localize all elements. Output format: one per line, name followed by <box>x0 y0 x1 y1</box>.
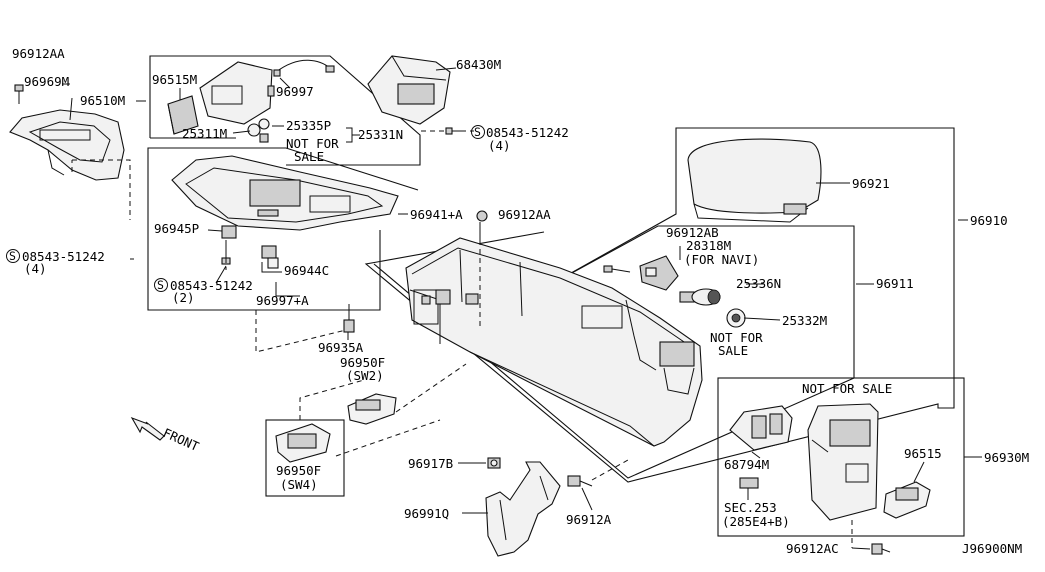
group-box-96941a <box>147 147 419 311</box>
screw-symbol-s-2: S <box>9 249 16 263</box>
label-96950f-sw2: 96950F <box>340 355 385 370</box>
label-96930m: 96930M <box>984 450 1029 465</box>
label-nfs3: NOT FOR SALE <box>802 381 892 396</box>
clip-96912aa-mid <box>476 210 488 222</box>
label-for-navi: (FOR NAVI) <box>684 252 759 267</box>
switch-96950f-sw4 <box>275 423 331 463</box>
clip-96935a <box>343 304 355 333</box>
label-68430m: 68430M <box>456 57 501 72</box>
clip-96912ab <box>603 265 631 273</box>
armrest-96921 <box>687 138 822 223</box>
label-25336n: 25336N <box>736 276 781 291</box>
label-96944c: 96944C <box>284 263 329 278</box>
label-96912ac: 96912AC <box>786 541 839 556</box>
label-96941a: 96941+A <box>410 207 463 222</box>
tray-96515m <box>167 95 199 135</box>
label-96515: 96515 <box>904 446 942 461</box>
vent-68794m <box>729 405 793 451</box>
label-96510m: 96510M <box>80 93 125 108</box>
lighter-25332m <box>726 308 746 328</box>
label-96910: 96910 <box>970 213 1008 228</box>
label-96912a: 96912A <box>566 512 612 527</box>
label-08543-2-qty: (2) <box>172 290 195 305</box>
connector-sec253 <box>739 477 759 489</box>
label-96945p: 96945P <box>154 221 199 236</box>
label-96935a: 96935A <box>318 340 364 355</box>
trim-68430m <box>367 55 451 125</box>
bracket-96991q <box>485 461 561 557</box>
module-28318m <box>639 255 679 291</box>
label-96997a: 96997+A <box>256 293 309 308</box>
label-front: FRONT <box>161 425 202 454</box>
label-diagram-code: J96900NM <box>962 541 1022 556</box>
group-box-96950f-sw4 <box>265 419 345 497</box>
label-08543-right-qty: (4) <box>488 138 511 153</box>
label-96912aa-top: 96912AA <box>12 46 65 61</box>
label-96912aa-mid: 96912AA <box>498 207 551 222</box>
screw-symbol-icon: S <box>6 249 20 263</box>
label-96997: 96997 <box>276 84 314 99</box>
label-25332m: 25332M <box>782 313 827 328</box>
screw-symbol-s-3: S <box>157 278 164 292</box>
label-96969m: 96969M <box>24 74 69 89</box>
label-sw4: (SW4) <box>280 477 318 492</box>
label-08543-2: 08543-51242 <box>170 278 253 293</box>
label-96950f-sw4: 96950F <box>276 463 321 478</box>
label-96911: 96911 <box>876 276 914 291</box>
screw-96912a <box>567 475 593 487</box>
switch-96944c <box>261 245 279 269</box>
nut-96917b <box>487 457 501 469</box>
label-96515m: 96515M <box>152 72 197 87</box>
label-68794m: 68794M <box>724 457 769 472</box>
group-box-96910 <box>364 127 955 483</box>
screw-68430m <box>445 127 466 135</box>
label-25311m: 25311M <box>182 126 227 141</box>
bezel-96997 <box>199 59 335 125</box>
front-arrow-icon <box>130 416 165 441</box>
screw-symbol-icon: S <box>154 278 168 292</box>
label-25331n: 25331N <box>358 127 403 142</box>
label-nfs1-line2: SALE <box>294 149 324 164</box>
label-nfs1-line1: NOT FOR <box>286 136 339 151</box>
label-96921: 96921 <box>852 176 890 191</box>
clip-96912aa-top <box>14 84 24 104</box>
label-28318m: 28318M <box>686 238 731 253</box>
socket-25311m <box>247 118 270 143</box>
tray-96515 <box>883 481 931 519</box>
label-96991q: 96991Q <box>404 506 449 521</box>
group-box-96911 <box>373 225 855 479</box>
label-sw2: (SW2) <box>346 368 384 383</box>
lid-96510m <box>9 97 125 181</box>
socket-25336n <box>679 288 721 306</box>
label-sec253: SEC.253 <box>724 500 777 515</box>
label-96917b: 96917B <box>408 456 453 471</box>
label-08543-right: 08543-51242 <box>486 125 569 140</box>
finisher-rear <box>807 403 879 521</box>
label-sec253-ref: (285E4+B) <box>722 514 790 529</box>
label-08543-left-qty: (4) <box>24 261 47 276</box>
screw-symbol-s-1: S <box>474 125 481 139</box>
screw-symbol-icon: S <box>471 125 485 139</box>
label-nfs2-line2: SALE <box>718 343 748 358</box>
clip-96945p <box>221 225 237 265</box>
switch-96950f-sw2 <box>347 393 397 425</box>
screw-96912ac <box>871 543 891 555</box>
label-25335p: 25335P <box>286 118 331 133</box>
finisher-96941a <box>171 155 399 231</box>
label-96912ab: 96912AB <box>666 225 719 240</box>
label-nfs2-line1: NOT FOR <box>710 330 763 345</box>
label-08543-left: 08543-51242 <box>22 249 105 264</box>
